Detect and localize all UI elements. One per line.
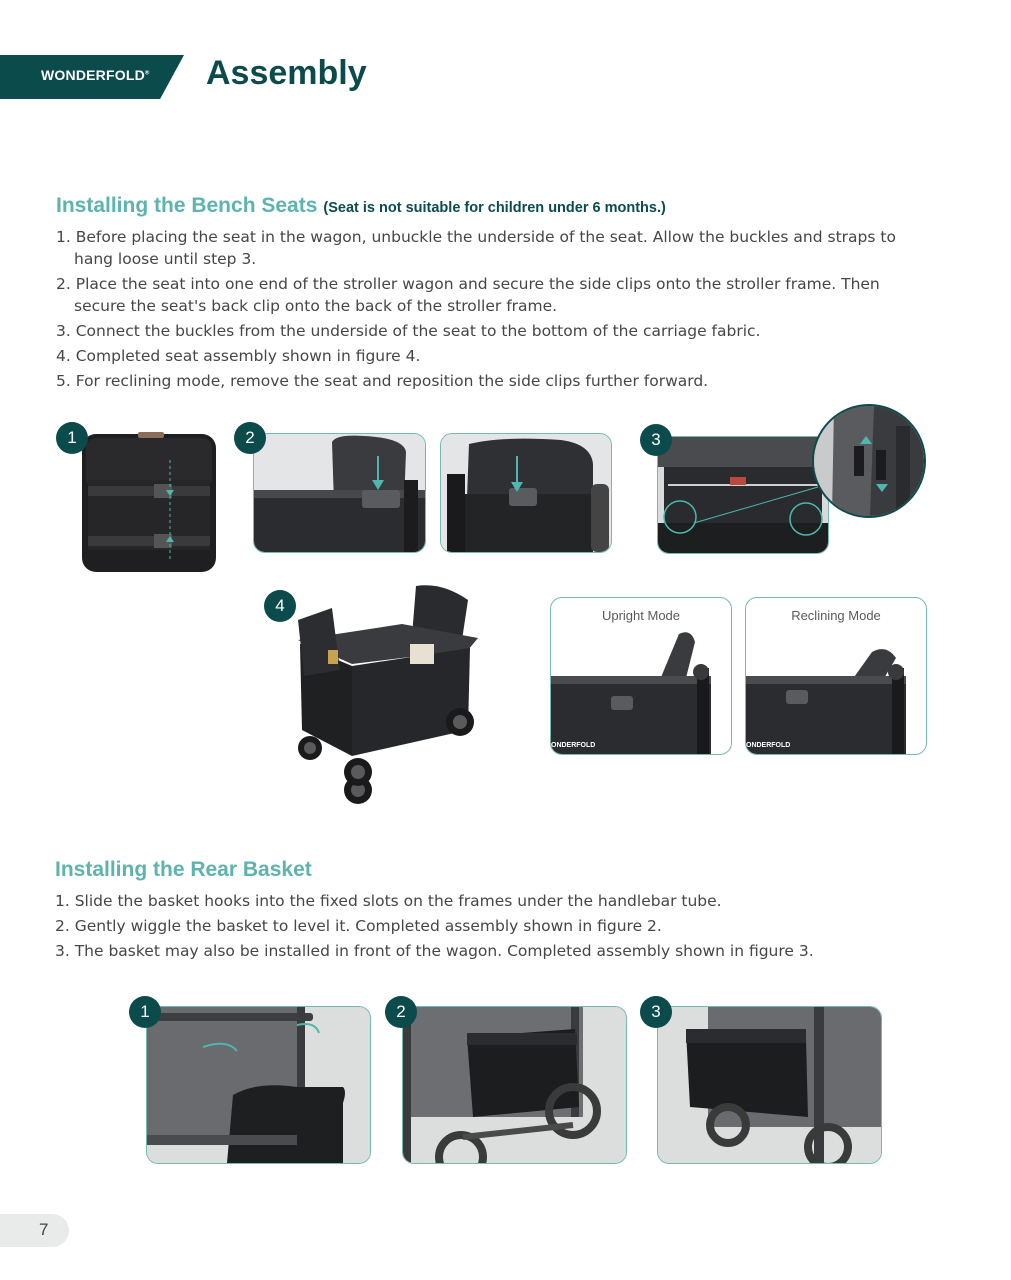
basket-step: 1. Slide the basket hooks into the fixed… xyxy=(55,892,722,910)
bench-step: 2. Place the seat into one end of the st… xyxy=(56,275,880,315)
figure-number-badge: 3 xyxy=(640,424,672,456)
underside-buckles-photo xyxy=(657,436,829,554)
back-clip-photo xyxy=(440,433,612,553)
seat-underside-figure xyxy=(78,430,220,576)
upright-mode-figure: Upright Mode ONDERFOLD xyxy=(550,597,732,755)
photo-brand-mark: ONDERFOLD xyxy=(551,742,596,749)
figure-number-badge: 1 xyxy=(129,996,161,1028)
bench-step: 4. Completed seat assembly shown in figu… xyxy=(56,347,421,365)
bench-step: 5. For reclining mode, remove the seat a… xyxy=(56,372,709,390)
figure-number-badge: 3 xyxy=(640,996,672,1028)
bench-step: 1. Before placing the seat in the wagon,… xyxy=(56,228,896,268)
reclining-mode-label: Reclining Mode xyxy=(791,608,881,623)
figure-number-badge: 1 xyxy=(56,422,88,454)
side-clip-photo xyxy=(253,433,426,553)
brand-logo: WONDERFOLD® xyxy=(41,67,150,83)
figure-number-badge: 4 xyxy=(264,590,296,622)
photo-brand-mark: ONDERFOLD xyxy=(746,742,791,749)
completed-wagon-figure xyxy=(292,580,488,806)
figure-number-badge: 2 xyxy=(234,422,266,454)
reclining-mode-figure: Reclining Mode ONDERFOLD xyxy=(745,597,927,755)
header-band xyxy=(0,55,184,99)
page-number: 7 xyxy=(39,1220,49,1239)
basket-step: 2. Gently wiggle the basket to level it.… xyxy=(55,917,662,935)
figure-number-badge: 2 xyxy=(385,996,417,1028)
age-warning-note: (Seat is not suitable for children under… xyxy=(323,200,666,216)
basket-rear-installed-photo xyxy=(402,1006,627,1164)
bench-steps-list: 1. Before placing the seat in the wagon,… xyxy=(56,226,936,395)
bench-section-title: Installing the Bench Seats(Seat is not s… xyxy=(56,194,666,217)
basket-step: 3. The basket may also be installed in f… xyxy=(55,942,814,960)
page-title: Assembly xyxy=(206,54,367,92)
basket-hooks-photo xyxy=(146,1006,371,1164)
upright-mode-label: Upright Mode xyxy=(601,608,681,623)
buckle-zoom-inset xyxy=(812,404,926,518)
basket-section-title: Installing the Rear Basket xyxy=(55,858,312,881)
basket-front-installed-photo xyxy=(657,1006,882,1164)
page-number-tab xyxy=(0,1214,69,1247)
basket-steps-list: 1. Slide the basket hooks into the fixed… xyxy=(55,890,935,965)
bench-step: 3. Connect the buckles from the undersid… xyxy=(56,322,761,340)
